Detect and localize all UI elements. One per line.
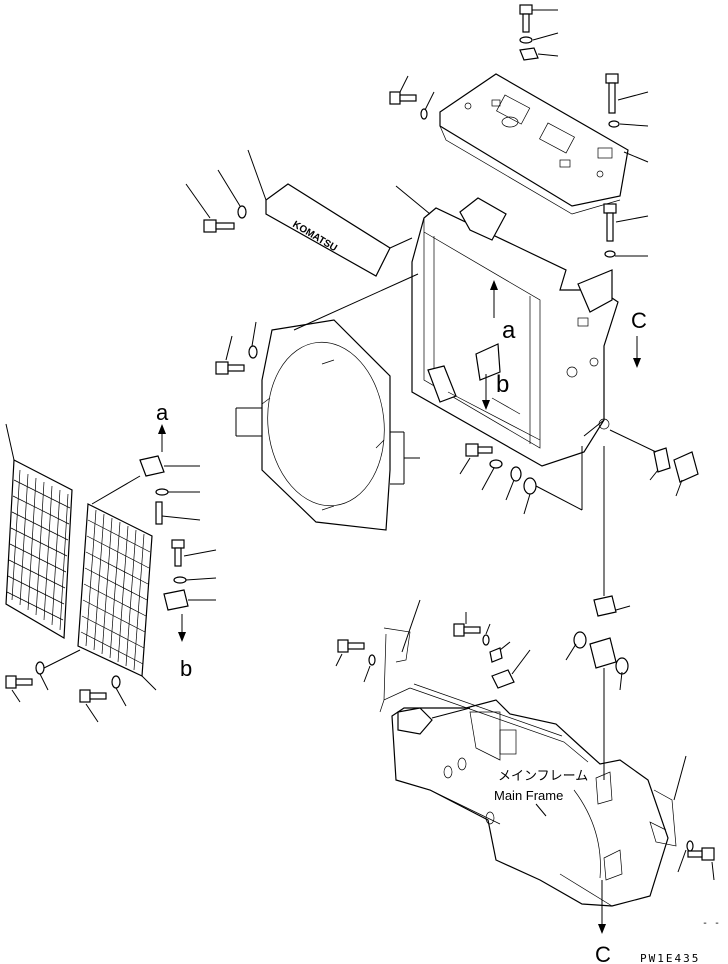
bolt-shroud <box>215 321 258 375</box>
bolt-brand-plate <box>185 169 247 233</box>
mount-blocks <box>565 446 631 780</box>
bolt-top-left <box>389 75 435 120</box>
ref-label-c-bottom: C <box>595 942 611 964</box>
drawing-code: PW1E435 <box>640 952 700 964</box>
bolts-main-frame <box>335 612 531 689</box>
ref-arrow-b-frame: b <box>482 371 509 410</box>
bolt-frame-right <box>603 203 649 258</box>
grille-bracket-lower: b <box>163 539 217 681</box>
ref-arrow-c-bottom: C <box>595 880 611 964</box>
grille-bracket-upper: a <box>139 400 201 525</box>
bolt-top-center <box>519 4 559 61</box>
bolt-top-right <box>605 73 649 163</box>
ref-arrow-c-frame: C <box>631 308 647 368</box>
ref-label-c-frame: C <box>631 308 647 333</box>
bolt-center-lower <box>459 443 583 515</box>
tail-mark: - - <box>702 918 720 929</box>
hose-left <box>379 599 589 763</box>
ref-label-b-grille: b <box>180 656 192 681</box>
main-frame-label-en: Main Frame <box>494 788 563 803</box>
front-grille-right <box>43 475 157 691</box>
brand-plate: KOMATSU <box>247 149 413 277</box>
fan-shroud <box>235 273 420 531</box>
ref-label-b-frame: b <box>496 371 509 398</box>
bolt-main-frame-right: - - <box>677 840 720 929</box>
front-grille-left <box>5 423 73 640</box>
bushings-right <box>609 429 699 497</box>
main-frame-label-jp: メインフレーム <box>498 768 588 783</box>
radiator-frame <box>395 185 619 467</box>
bolts-grille-bottom <box>5 661 127 723</box>
main-frame: メインフレーム Main Frame <box>391 699 669 907</box>
top-cover <box>439 73 629 215</box>
hose-right <box>649 755 687 847</box>
ref-arrow-a-frame: a <box>490 280 516 344</box>
ref-label-a-grille: a <box>156 400 169 425</box>
ref-label-a-frame: a <box>502 317 516 344</box>
